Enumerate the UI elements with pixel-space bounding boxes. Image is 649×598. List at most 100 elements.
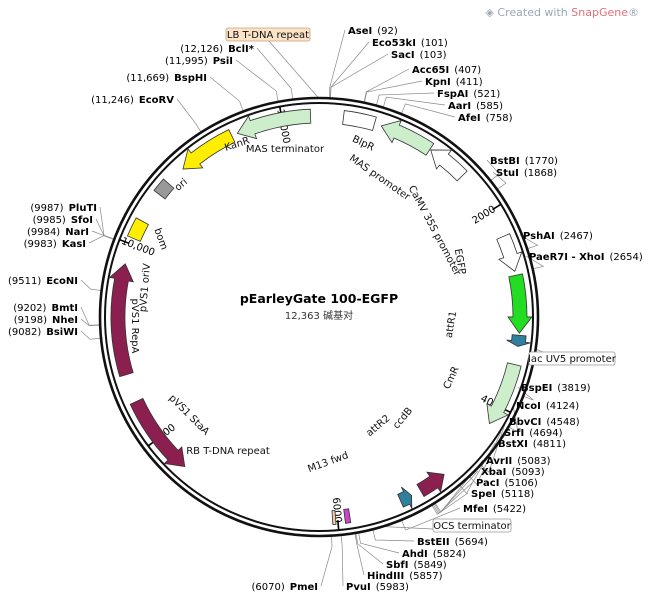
site-afei: AfeI (758) <box>458 113 513 124</box>
snapgene-logo-icon: ◈ <box>485 6 494 19</box>
site-srfi: SrfI(4694) <box>504 428 563 439</box>
site-line-stui <box>492 171 507 190</box>
site-line-nhei <box>80 318 101 327</box>
site-bcli: BclI*(12,126) <box>180 44 254 55</box>
boxed-label-lac-uv5-promoter: lac UV5 promoter <box>528 351 617 366</box>
boxed-label-text: OCS terminator <box>433 521 511 532</box>
site-line-asei <box>328 29 346 99</box>
site-name-nari: NarI <box>65 227 89 238</box>
watermark-brand: SnapGene <box>571 6 628 19</box>
site-line-econi <box>80 279 102 291</box>
site-avrii: AvrII(5083) <box>486 456 551 467</box>
feature-camv-35s-promoter <box>496 233 523 273</box>
feature-label-attr2: attR2 <box>364 413 392 439</box>
site-sfoi: SfoI(9985) <box>33 215 93 226</box>
site-psii: PsiI(11,995) <box>165 56 233 67</box>
site-pos-bsphi: (11,669) <box>126 73 169 84</box>
feature-label-pvs1-repa: pVS1 RepA <box>129 299 140 354</box>
site-name-paci: PacI <box>476 478 499 489</box>
site-hindiii: HindIII(5857) <box>367 571 443 582</box>
site-name-pluti: PluTI <box>69 203 97 214</box>
site-pos-mfei: (5422) <box>493 504 526 515</box>
site-stui: StuI(1868) <box>496 168 557 179</box>
site-line-bsteii <box>372 529 415 542</box>
site-nari: NarI(9984) <box>27 227 89 238</box>
site-name-pvui: PvuI <box>346 582 371 593</box>
watermark: ◈ Created with SnapGene® <box>485 6 639 19</box>
site-pvui: PvuI(5983) <box>346 582 409 593</box>
site-line-pluti <box>99 206 115 240</box>
feature-label-rb-t-dna-repeat: RB T-DNA repeat <box>186 446 270 457</box>
site-sbfi: SbfI(5849) <box>386 560 447 571</box>
site-econi: EcoNI(9511) <box>8 276 78 287</box>
feature-pvs1-staa <box>129 397 186 468</box>
feature-ccdb <box>416 471 445 498</box>
site-aari: AarI (585) <box>448 101 503 112</box>
site-name-bsteii: BstEII <box>417 537 450 548</box>
site-name-afei: AfeI <box>458 113 481 124</box>
site-name-bstxi: BstXI <box>498 439 528 450</box>
site-pos-eco53ki: (101) <box>421 38 448 49</box>
site-pos-pluti: (9987) <box>30 203 63 214</box>
site-bspei: BspEI(3819) <box>521 383 591 394</box>
site-pos-sbfi: (5849) <box>413 560 446 571</box>
site-name-kpni: KpnI <box>425 77 451 88</box>
tick-label-2000: 2000 <box>470 204 497 227</box>
site-pos-xbai: (5093) <box>511 467 544 478</box>
feature-cmr <box>486 362 522 425</box>
site-name-bsphi: BspHI <box>174 73 207 84</box>
site-pos-saci: (103) <box>420 50 447 61</box>
site-name-pmei: PmeI <box>290 582 318 593</box>
site-line-bcli <box>256 47 294 100</box>
site-name-xbai: XbaI <box>481 467 506 478</box>
site-line-spei <box>431 492 469 515</box>
site-bsteii: BstEII(5694) <box>417 537 488 548</box>
site-line-ahdi <box>358 532 400 554</box>
feature-pvs1-repa <box>108 263 134 378</box>
site-paer7i-xhoi: PaeR7I - XhoI(2654) <box>529 252 643 263</box>
site-name-bbvci: BbvCI <box>509 417 541 428</box>
site-pos-sfoi: (9985) <box>33 215 66 226</box>
site-line-psii <box>235 59 279 102</box>
site-pluti: PluTI (9987) <box>30 203 97 214</box>
site-pos-bmti: (9202) <box>13 303 46 314</box>
site-pos-kpni: (411) <box>456 77 483 88</box>
site-pos-bsiwi: (9082) <box>8 327 41 338</box>
feature-label-egfp: EGFP <box>452 248 467 275</box>
site-name-stui: StuI <box>496 168 519 179</box>
site-pos-pshai: (2467) <box>560 231 593 242</box>
site-name-ahdi: AhdI <box>402 549 428 560</box>
tick-mark-2000 <box>492 203 502 211</box>
site-name-saci: SacI <box>391 50 415 61</box>
site-pos-bcli: (12,126) <box>180 44 223 55</box>
watermark-mark: ® <box>628 6 639 19</box>
site-bmti: BmtI(9202) <box>13 303 78 314</box>
feature-kanr <box>236 108 312 140</box>
tick-mark-10000 <box>119 238 130 245</box>
site-name-pshai: PshAI <box>523 231 555 242</box>
boxed-label-text: LB T-DNA repeat <box>227 30 309 41</box>
site-pos-pmei: (6070) <box>251 582 284 593</box>
site-pos-afei: (758) <box>486 113 513 124</box>
backbone-outer <box>98 96 540 538</box>
site-line-acc65i <box>363 68 410 103</box>
site-ecorv: EcoRV(11,246) <box>91 95 174 106</box>
site-pos-bstbi: (1770) <box>525 156 558 167</box>
site-pos-kasi: (9983) <box>24 239 57 250</box>
site-pos-paer7i-xhoi: (2654) <box>610 252 643 263</box>
site-line-fspai <box>375 92 435 106</box>
feature-label-pvs1-oriv: pVS1 oriV <box>138 263 153 313</box>
site-line-aari <box>382 96 446 108</box>
site-pos-aari: (585) <box>476 101 503 112</box>
site-pos-ecorv: (11,246) <box>91 95 134 106</box>
site-line-bmti <box>80 306 101 326</box>
site-line-bspei <box>517 386 534 401</box>
site-name-spei: SpeI <box>471 489 496 500</box>
site-line-paer7i-xhoi <box>525 255 545 270</box>
site-name-aari: AarI <box>448 101 471 112</box>
site-line-pmei <box>320 535 333 587</box>
site-line-mfei <box>401 507 461 531</box>
site-name-nhei: NheI <box>52 315 78 326</box>
